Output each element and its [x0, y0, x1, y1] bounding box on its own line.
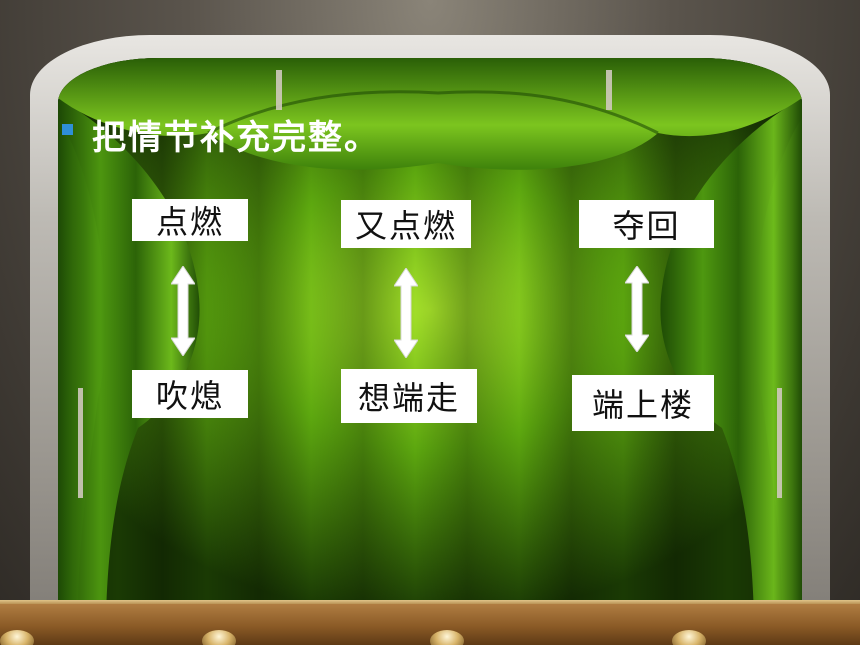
- footlight-icon: [0, 630, 34, 645]
- plot-box-top-3: 夺回: [579, 200, 714, 248]
- footlight-icon: [202, 630, 236, 645]
- curtain-graphic: [58, 58, 802, 618]
- plot-box-top-2: 又点燃: [341, 200, 471, 248]
- footlight-icon: [672, 630, 706, 645]
- slide-heading: 把情节补充完整。: [92, 118, 380, 158]
- plot-box-bottom-1: 吹熄: [132, 370, 248, 418]
- plot-box-bottom-3: 端上楼: [572, 375, 714, 431]
- double-arrow-icon: [171, 266, 195, 356]
- stage-opening: [58, 58, 802, 618]
- plot-box-bottom-2: 想端走: [341, 369, 477, 423]
- footlight-icon: [430, 630, 464, 645]
- double-arrow-icon: [394, 268, 418, 358]
- double-arrow-icon: [625, 266, 649, 352]
- bullet-icon: [62, 124, 73, 135]
- plot-box-top-1: 点燃: [132, 199, 248, 241]
- stage-edge: [0, 600, 860, 606]
